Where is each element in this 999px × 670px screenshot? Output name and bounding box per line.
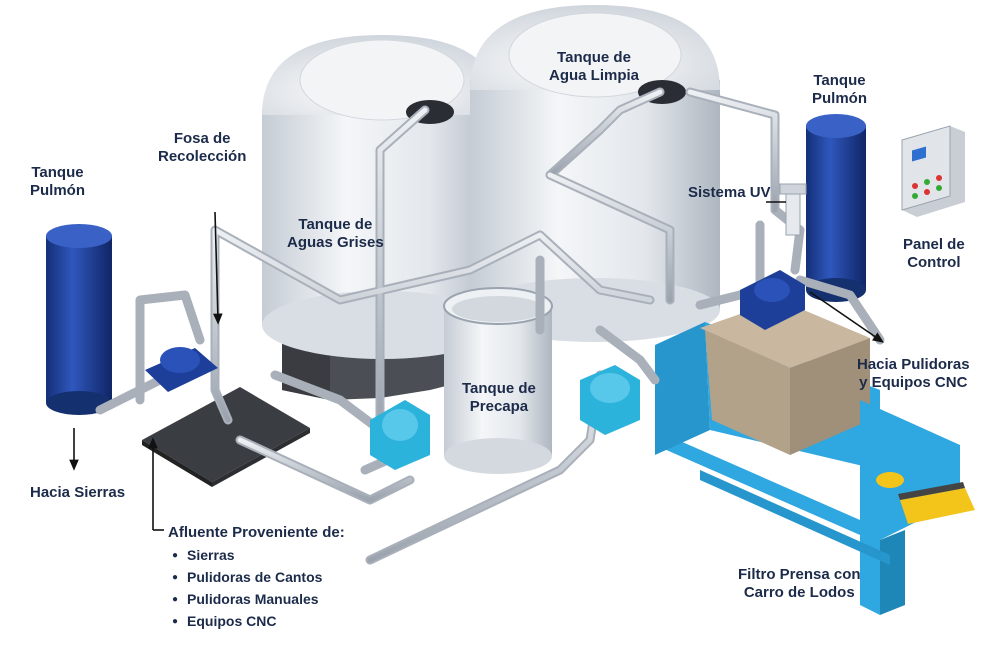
afluente-items: Sierras Pulidoras de Cantos Pulidoras Ma… — [168, 547, 345, 629]
right-surge-tank — [806, 114, 866, 302]
left-surge-tank — [46, 224, 112, 415]
precoat-pump — [580, 365, 640, 435]
afluente-title: Afluente Proveniente de: — [168, 524, 345, 541]
afluente-item-sierras: Sierras — [172, 547, 345, 563]
label-sistema-uv: Sistema UV — [688, 184, 771, 202]
collection-pit-grate — [142, 387, 310, 487]
afluente-item-equipos-cnc: Equipos CNC — [172, 613, 345, 629]
label-hacia-sierras: Hacia Sierras — [30, 484, 125, 502]
afluente-list: Afluente Proveniente de: Sierras Pulidor… — [168, 524, 345, 635]
afluente-item-pulidoras-manuales: Pulidoras Manuales — [172, 591, 345, 607]
afluente-item-pulidoras-cantos: Pulidoras de Cantos — [172, 569, 345, 585]
control-panel — [902, 126, 965, 217]
